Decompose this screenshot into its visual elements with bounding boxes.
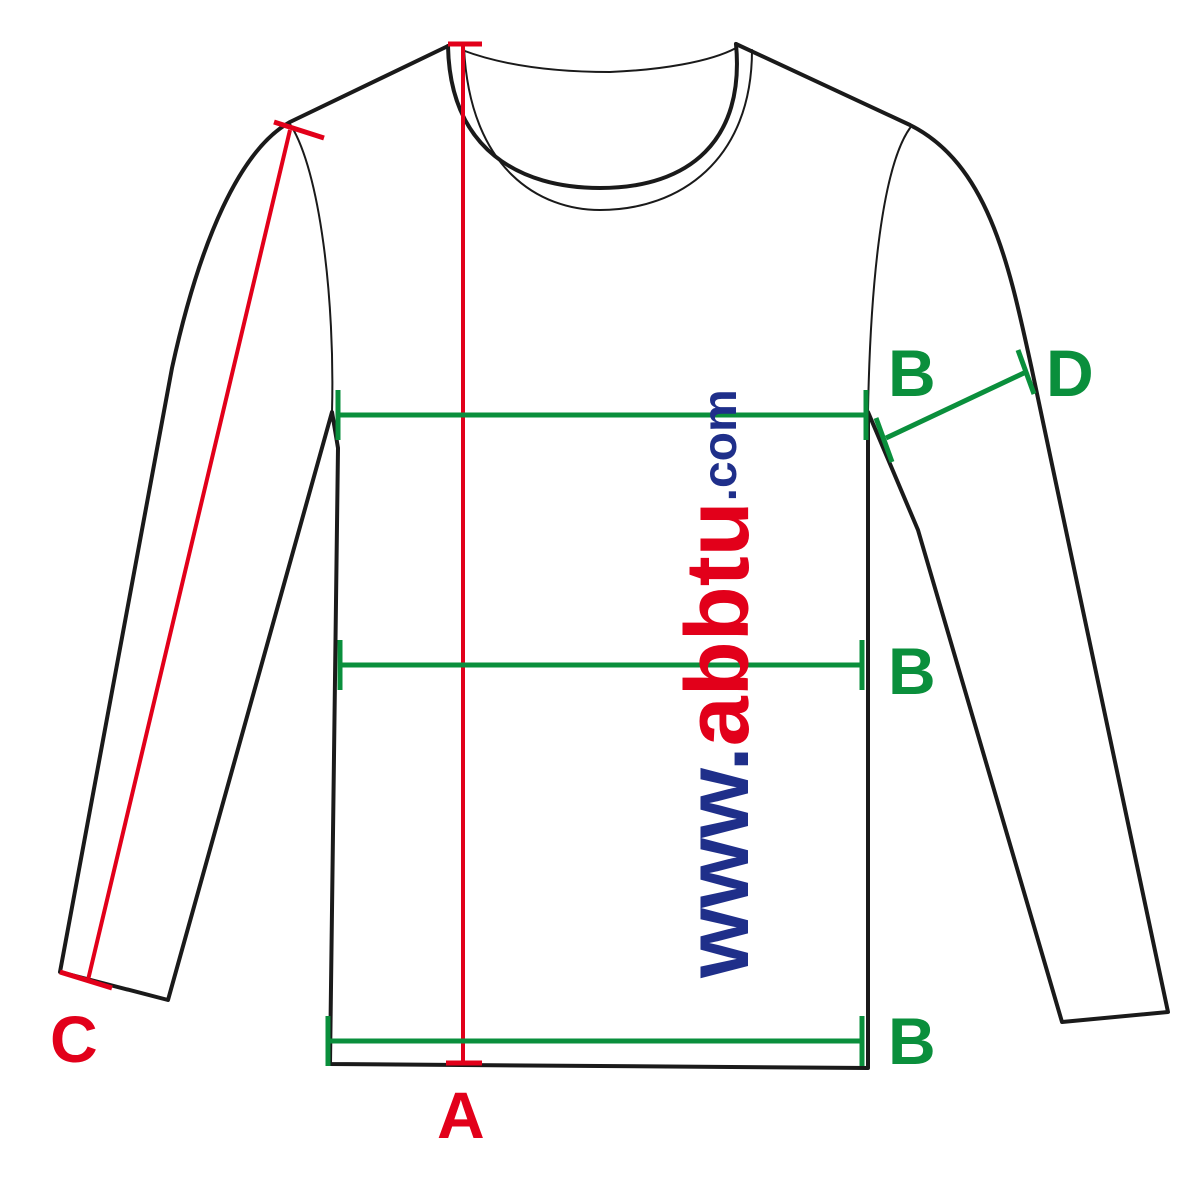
shirt-outline <box>58 42 1170 1070</box>
sleeve-length-line <box>86 129 292 981</box>
label-b-waist-width: B <box>888 634 936 708</box>
sleeve-width-right-tick <box>1015 349 1037 395</box>
sleeve-width-marker <box>873 349 1037 463</box>
sleeve-length-bottom-tick <box>59 969 113 991</box>
waist-width-marker <box>337 640 865 690</box>
chest-width-marker <box>335 390 869 440</box>
label-a-body-length: A <box>437 1078 485 1152</box>
neck-back-line <box>461 47 737 74</box>
neck-outer-collar <box>446 42 739 190</box>
body-length-marker <box>446 41 482 1066</box>
watermark-name: abbtu <box>668 501 768 746</box>
label-b-hem-width: B <box>888 1004 936 1078</box>
watermark-logo: www.abbtu.com <box>668 389 768 979</box>
neck-inner-line <box>463 47 753 212</box>
svg-text:www.abbtu.com: www.abbtu.com <box>668 389 768 979</box>
sleeve-length-marker <box>59 119 325 991</box>
right-armhole-seam <box>867 127 911 413</box>
sleeve-width-line <box>884 369 1028 441</box>
label-d-sleeve-opening: D <box>1046 336 1094 410</box>
left-armhole-seam <box>289 123 334 413</box>
shirt-body-outline <box>58 42 1170 1070</box>
sleeve-length-top-tick <box>273 119 325 141</box>
label-c-sleeve-length: C <box>50 1002 98 1076</box>
sleeve-width-left-tick <box>873 417 895 463</box>
hem-width-marker <box>325 1016 865 1066</box>
watermark-prefix: www. <box>668 746 768 979</box>
watermark-suffix: .com <box>694 389 747 501</box>
label-b-chest-width: B <box>888 336 936 410</box>
